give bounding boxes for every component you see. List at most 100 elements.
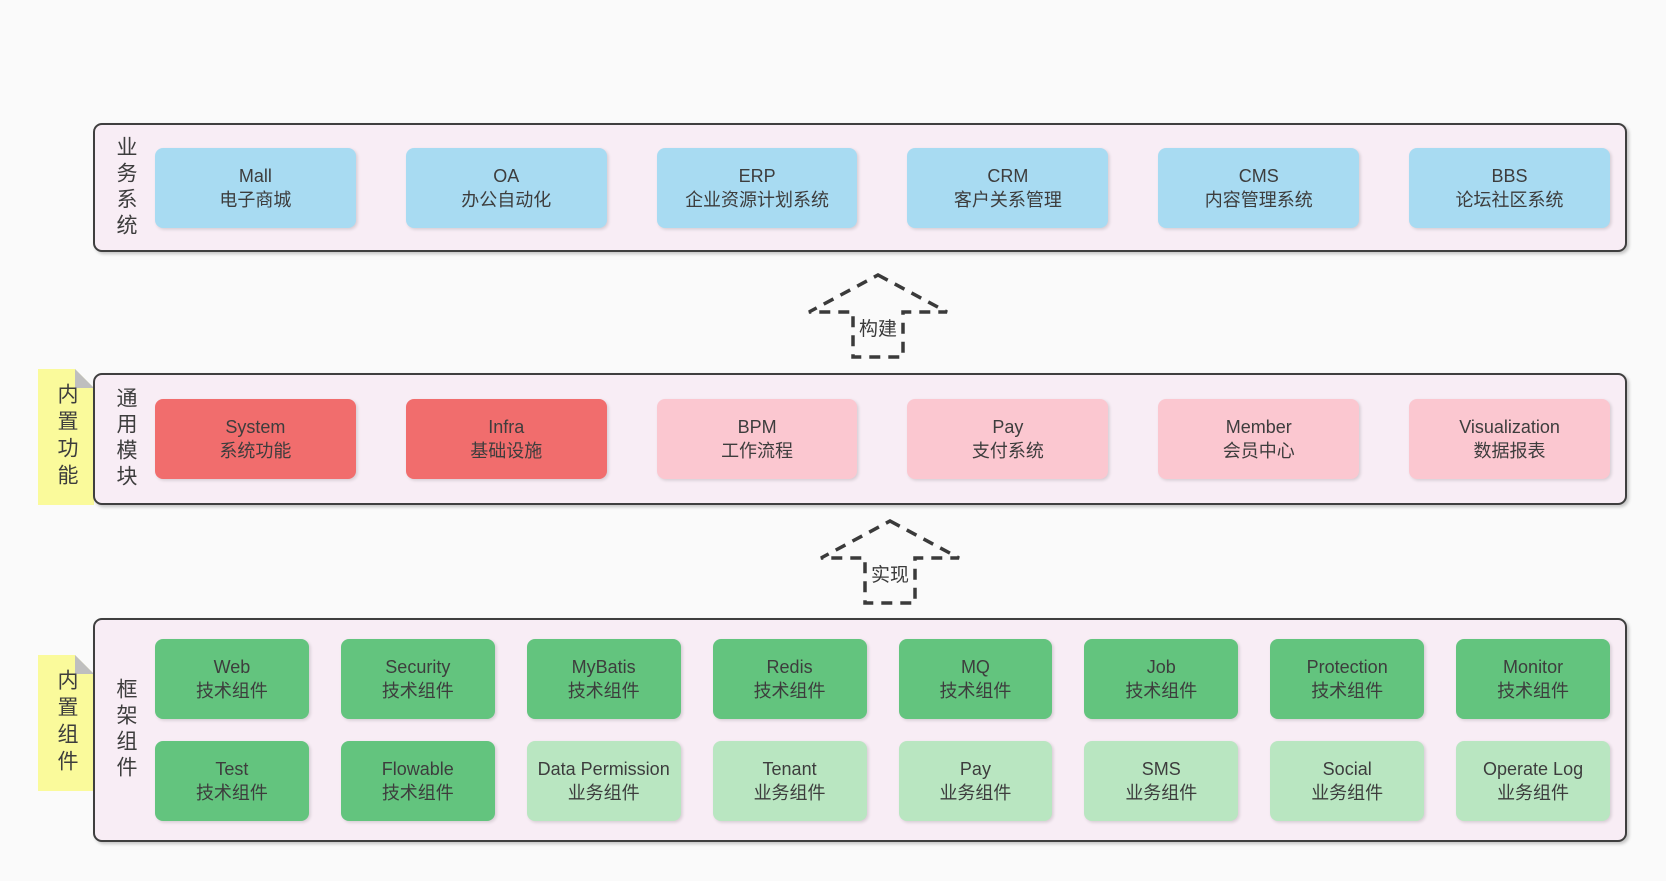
sticky-note-builtin-components-label: 内置组件 (55, 669, 78, 777)
box-title: System (225, 417, 286, 437)
box-title: Visualization (1459, 417, 1560, 437)
band-common-modules-label: 通用模块 (114, 387, 137, 491)
box-subtitle: 技术组件 (381, 681, 454, 701)
box-subtitle: 技术组件 (381, 783, 454, 803)
box-subtitle: 系统功能 (219, 441, 292, 461)
box-mybatis: MyBatis 技术组件 (526, 639, 681, 719)
box-subtitle: 业务组件 (567, 783, 640, 803)
band-framework-components-label: 框架组件 (114, 678, 137, 782)
box-subtitle: 技术组件 (195, 681, 268, 701)
box-title: CMS (1238, 165, 1279, 186)
box-subtitle: 业务组件 (753, 783, 826, 803)
box-subtitle: 工作流程 (721, 441, 794, 461)
box-subtitle: 内容管理系统 (1204, 189, 1313, 210)
box-subtitle: 客户关系管理 (953, 189, 1062, 210)
box-subtitle: 论坛社区系统 (1455, 189, 1564, 210)
box-title: Pay (992, 417, 1024, 437)
box-title: Member (1225, 417, 1292, 437)
box-title: Flowable (381, 759, 454, 779)
box-subtitle: 业务组件 (939, 783, 1012, 803)
sticky-note-paper (38, 655, 94, 791)
sticky-note-builtin-components: 内置组件 (38, 655, 94, 791)
box-sms: SMS 业务组件 (1084, 741, 1239, 821)
box-title: Operate Log (1483, 759, 1584, 779)
box-title: Data Permission (537, 759, 670, 779)
box-test: Test 技术组件 (155, 741, 309, 821)
box-security: Security 技术组件 (340, 639, 495, 719)
arrow-build-label: 构建 (855, 314, 901, 341)
box-bbs: BBS 论坛社区系统 (1409, 147, 1610, 228)
box-job: Job 技术组件 (1084, 639, 1239, 719)
box-title: CRM (987, 165, 1029, 186)
sticky-note-builtin-features: 内置功能 (38, 369, 94, 505)
box-operate-log: Operate Log 业务组件 (1456, 741, 1610, 821)
box-title: BBS (1491, 165, 1528, 186)
box-erp: ERP 企业资源计划系统 (656, 147, 858, 228)
box-bpm: BPM 工作流程 (656, 399, 858, 479)
arrow-build: 构建 (806, 272, 950, 360)
box-redis: Redis 技术组件 (712, 639, 867, 719)
box-title: Security (385, 657, 451, 677)
box-subtitle: 技术组件 (1125, 681, 1198, 701)
box-title: BPM (737, 417, 777, 437)
box-subtitle: 企业资源计划系统 (685, 189, 830, 210)
box-crm: CRM 客户关系管理 (907, 147, 1109, 228)
box-title: SMS (1141, 759, 1181, 779)
box-title: Web (213, 657, 251, 677)
sticky-note-paper (38, 369, 94, 505)
box-title: Pay (959, 759, 991, 779)
box-social: Social 业务组件 (1270, 741, 1425, 821)
box-pay: Pay 支付系统 (907, 399, 1109, 479)
box-subtitle: 会员中心 (1222, 441, 1295, 461)
box-member: Member 会员中心 (1158, 399, 1360, 479)
box-system: System 系统功能 (155, 399, 356, 479)
box-subtitle: 技术组件 (753, 681, 826, 701)
box-title: Monitor (1503, 657, 1564, 677)
box-subtitle: 业务组件 (1497, 783, 1570, 803)
box-title: Mall (238, 165, 272, 186)
box-title: Test (215, 759, 249, 779)
box-tenant: Tenant 业务组件 (712, 741, 867, 821)
box-subtitle: 技术组件 (567, 681, 640, 701)
box-title: Social (1322, 759, 1372, 779)
box-title: Infra (488, 417, 525, 437)
dashed-up-arrow-icon (820, 519, 960, 605)
box-web: Web 技术组件 (155, 639, 309, 719)
box-subtitle: 业务组件 (1311, 783, 1384, 803)
dashed-up-arrow-icon (808, 273, 948, 359)
box-title: Redis (766, 657, 813, 677)
box-mall: Mall 电子商城 (155, 147, 356, 228)
box-title: MyBatis (571, 657, 636, 677)
box-subtitle: 支付系统 (971, 441, 1044, 461)
box-subtitle: 电子商城 (219, 189, 292, 210)
arrow-implement-label: 实现 (867, 560, 913, 587)
box-title: Tenant (762, 759, 817, 779)
box-data-permission: Data Permission 业务组件 (526, 741, 681, 821)
sticky-note-builtin-features-label: 内置功能 (55, 383, 78, 491)
box-flowable: Flowable 技术组件 (340, 741, 495, 821)
box-title: Protection (1306, 657, 1388, 677)
box-subtitle: 技术组件 (195, 783, 268, 803)
box-subtitle: 业务组件 (1125, 783, 1198, 803)
box-pay: Pay 业务组件 (898, 741, 1053, 821)
box-title: Job (1146, 657, 1176, 677)
box-title: ERP (738, 165, 776, 186)
box-mq: MQ 技术组件 (898, 639, 1053, 719)
band-business-systems-label: 业务系统 (114, 135, 137, 240)
box-title: MQ (960, 657, 990, 677)
box-subtitle: 技术组件 (939, 681, 1012, 701)
